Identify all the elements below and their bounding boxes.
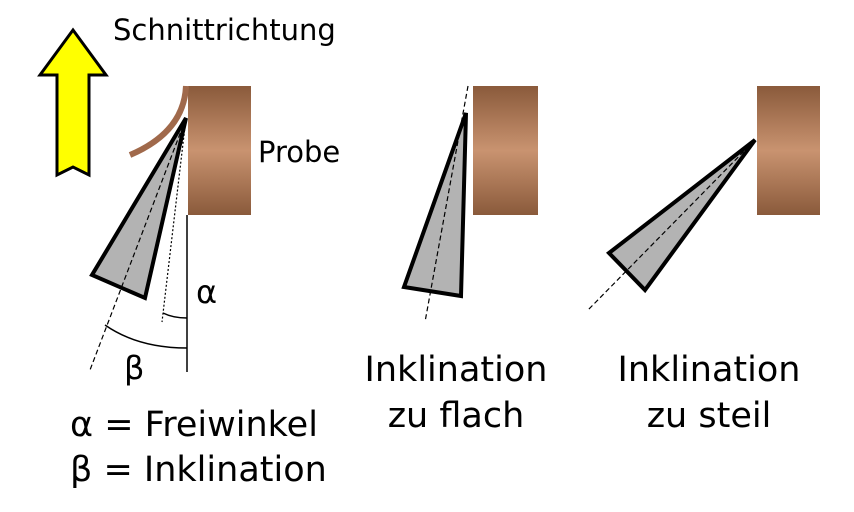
alpha-arc <box>162 312 188 319</box>
too-steep-caption: Inklination zu steil <box>604 347 814 439</box>
sample-block-steep <box>757 86 820 215</box>
knife <box>89 116 188 301</box>
chip-curl <box>128 85 189 158</box>
too-flat-line1: Inklination <box>364 350 548 390</box>
too-steep-line2: zu steil <box>646 396 772 436</box>
sample-label: Probe <box>258 135 341 169</box>
direction-label: Schnittrichtung <box>113 13 336 47</box>
beta-label: β <box>124 349 145 387</box>
alpha-label: α <box>196 273 218 311</box>
knife-flat <box>401 112 468 299</box>
cutting-direction-arrow <box>37 27 109 178</box>
knife-bisector-line <box>89 117 187 371</box>
too-flat-caption: Inklination zu flach <box>352 347 560 439</box>
too-steep-line1: Inklination <box>617 350 801 390</box>
sample-block-flat <box>473 86 538 215</box>
legend-beta: β = Inklination <box>70 450 327 490</box>
legend-alpha: α = Freiwinkel <box>70 405 318 445</box>
beta-arc <box>104 324 188 349</box>
too-flat-line2: zu flach <box>387 396 525 436</box>
sample-block <box>188 86 251 215</box>
